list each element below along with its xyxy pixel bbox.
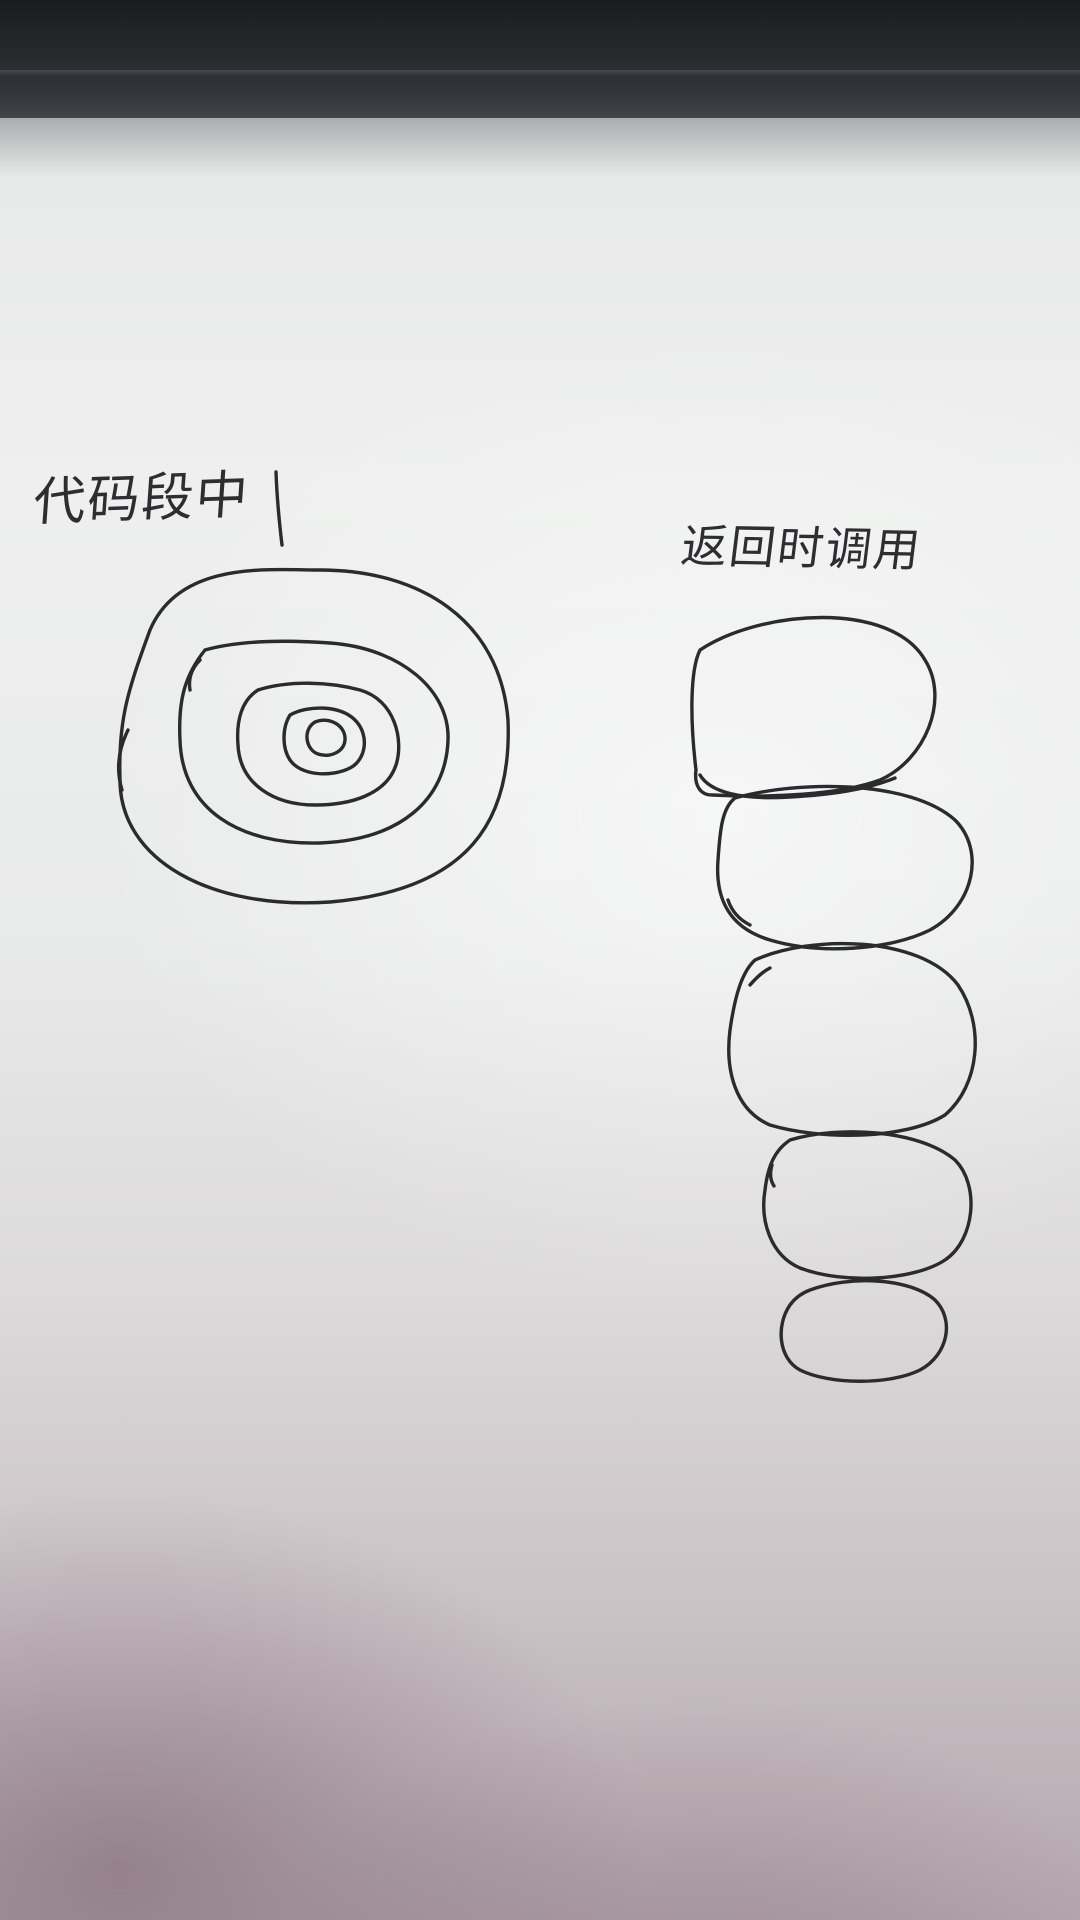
- stack-circle-3-stroke: [748, 966, 772, 987]
- ring-third: [235, 681, 401, 807]
- monitor-bezel-edge: [0, 70, 1080, 76]
- ring-outer-gap-stroke: [116, 728, 130, 792]
- concentric-rings: [116, 567, 510, 905]
- stacked-circles: [690, 615, 977, 1383]
- stack-circle-1: [690, 615, 937, 798]
- ring-outer: [118, 567, 510, 905]
- ring-fourth: [282, 706, 367, 776]
- stack-circle-2: [715, 784, 974, 951]
- paper-top-shadow: [0, 118, 1080, 178]
- stack-circle-2-stroke: [726, 898, 752, 927]
- ring-second: [177, 639, 450, 845]
- stack-circle-5: [779, 1278, 949, 1383]
- ring-center: [305, 718, 347, 757]
- stack-circle-4: [762, 1130, 973, 1280]
- ring-second-gap-stroke: [187, 658, 202, 692]
- paper-sheet: [0, 118, 1080, 1920]
- label-tick-stroke: [274, 470, 284, 547]
- monitor-bezel: [0, 0, 1080, 128]
- stack-circle-4-stroke: [768, 1163, 776, 1188]
- stack-circle-3: [727, 941, 977, 1137]
